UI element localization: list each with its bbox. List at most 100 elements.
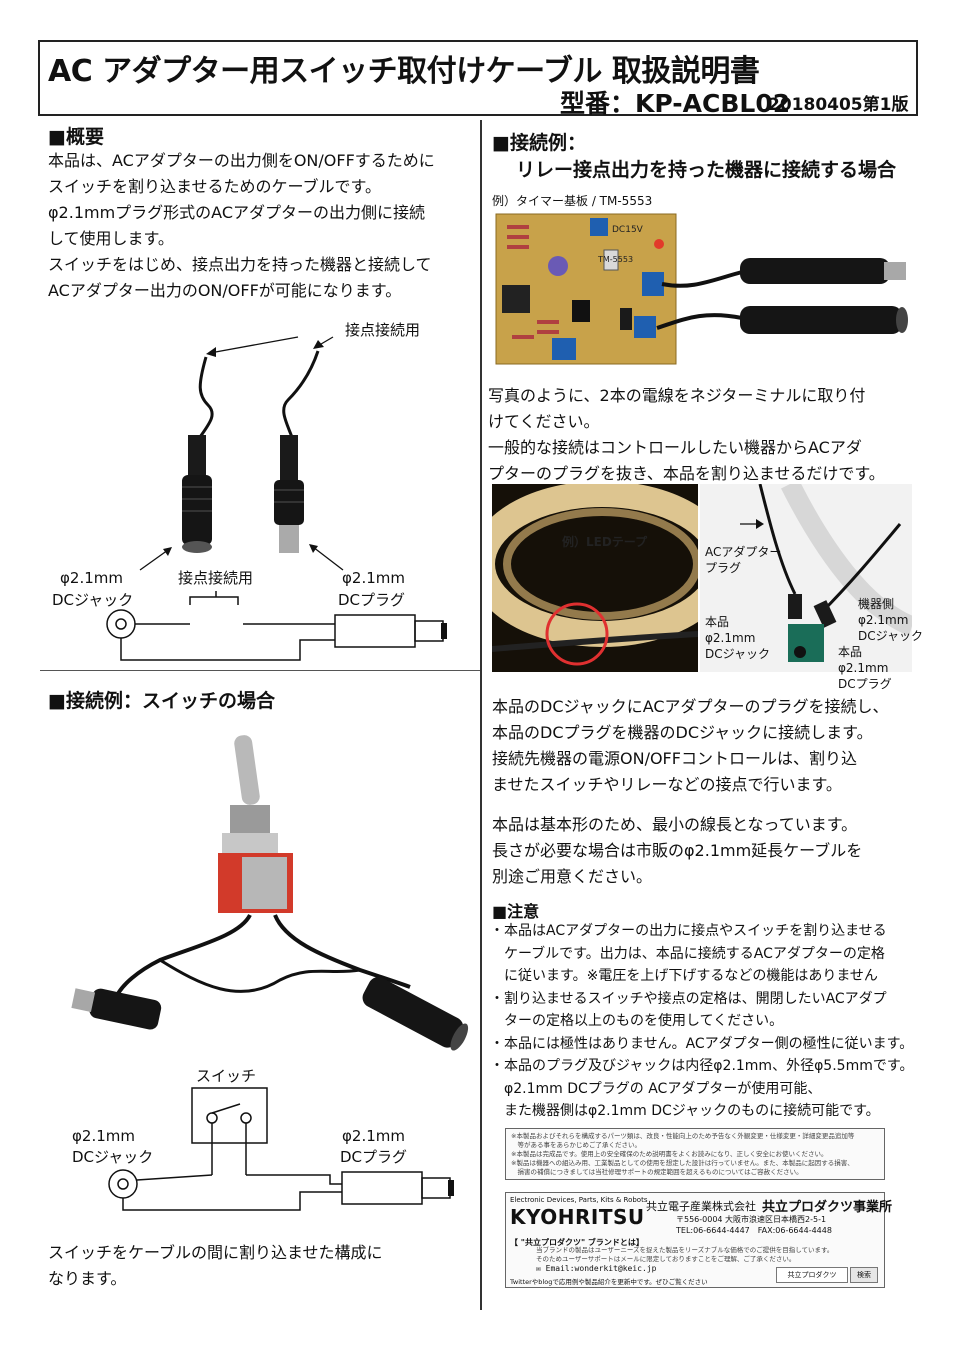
section-divider xyxy=(40,670,480,671)
note-line: ケーブルです。出力は、本品に接続するACアダプターの定格 xyxy=(490,945,885,962)
mail-icon: ✉ xyxy=(536,1264,541,1273)
product-plug-line: 本品 xyxy=(838,645,863,659)
product-jack-line: 本品 xyxy=(705,615,730,629)
sw-plug-size: φ2.1mm xyxy=(342,1127,405,1145)
note-line: ・本品はACアダプターの出力に接点やスイッチを割り込ませる xyxy=(490,923,887,939)
company-address: 〒556-0004 大阪市浪速区日本橋西2-5-1 xyxy=(676,1215,827,1224)
relay-para3: 本品は基本形のため、最小の線長となっています。 長さが必要な場合は市販のφ2.1… xyxy=(492,812,922,890)
device-jack-label: 機器側 φ2.1mm DCジャック xyxy=(858,596,923,644)
switch-example-heading: ■接続例：スイッチの場合 xyxy=(48,690,275,712)
device-jack-line: DCジャック xyxy=(858,629,924,643)
disclaimer-box: ※本製品およびそれらを構成するパーツ類は、改良・性能向上のため予告なく外観変更・… xyxy=(505,1128,885,1180)
disclaimer-line: 損害の補償につきましては当社修理サポートの規定範囲を超えるものについてはご容赦く… xyxy=(511,1168,803,1176)
disclaimer-line: ※本製品およびそれらを構成するパーツ類は、改良・性能向上のため予告なく外観変更・… xyxy=(511,1132,855,1140)
jack-size-label: φ2.1mm xyxy=(60,569,123,587)
relay-para2-line: ませたスイッチやリレーなどの接点で行います。 xyxy=(492,775,842,794)
board-volt-text: DC15V xyxy=(612,225,644,235)
company-phone: TEL:06-6644-4447 FAX:06-6644-4448 xyxy=(676,1226,832,1235)
about-text: 当ブランドの製品はユーザーニーズを捉えた製品をリーズナブルな価格でのご提供を目指… xyxy=(536,1246,833,1264)
relay-para3-line: 別途ご用意ください。 xyxy=(492,867,653,886)
page-title: AC アダプター用スイッチ取付けケーブル 取扱説明書 xyxy=(48,54,760,89)
product-plug-line: DCプラグ xyxy=(838,677,892,691)
caption-line: スイッチをケーブルの間に割り込ませた構成に xyxy=(48,1243,383,1262)
overview-line: スイッチをはじめ、接点出力を持った機器と接続して xyxy=(48,255,432,274)
product-plug-label: 本品 φ2.1mm DCプラグ xyxy=(838,644,892,692)
note-line: ・割り込ませるスイッチや接点の定格は、開閉したいACアダプ xyxy=(490,990,887,1007)
relay-para1-line: けてください。 xyxy=(488,412,600,431)
jack-type-label: DCジャック xyxy=(52,591,134,609)
notes-list: ・本品はACアダプターの出力に接点やスイッチを割り込ませる ケーブルです。出力は… xyxy=(490,920,930,1123)
brand-search-box[interactable]: 共立プロダクツ xyxy=(776,1267,848,1283)
sw-jack-size: φ2.1mm xyxy=(72,1127,135,1145)
led-tape-photo xyxy=(492,484,698,672)
note-line: ・本品のプラグ及びジャックは内径φ2.1mm、外径φ5.5mmです。 xyxy=(490,1058,914,1074)
sw-jack-label: DCジャック xyxy=(72,1148,154,1166)
email-text: Email:wonderkit@keic.jp xyxy=(545,1264,657,1273)
overview-heading: ■概要 xyxy=(48,126,104,148)
company-name: 共立電子産業株式会社 xyxy=(646,1200,756,1213)
note-line: ターの定格以上のものを使用してください。 xyxy=(490,1013,784,1029)
overview-line: 本品は、ACアダプターの出力側をON/OFFするために xyxy=(48,151,435,170)
cable-diagram xyxy=(106,336,447,661)
board-model-text: TM-5553 xyxy=(597,255,633,264)
plug-type-label: DCプラグ xyxy=(338,591,406,609)
device-jack-line: φ2.1mm xyxy=(858,613,909,627)
highlight-circle xyxy=(545,602,609,666)
edition-label: 20180405第1版 xyxy=(768,95,909,115)
disclaimer-line: 等がある事をあらかじめご了承ください。 xyxy=(511,1141,642,1149)
brand-search-button[interactable]: 検索 xyxy=(850,1267,878,1283)
division-name: 共立プロダクツ事業所 xyxy=(762,1200,893,1215)
relay-para3-line: 長さが必要な場合は市販のφ2.1mm延長ケーブルを xyxy=(492,841,863,860)
sns-note: Twitterやblogで応用例や製品紹介を更新中です。ぜひご覧ください xyxy=(510,1278,708,1286)
overview-text: 本品は、ACアダプターの出力側をON/OFFするために スイッチを割り込ませるた… xyxy=(48,148,473,304)
column-divider xyxy=(480,120,482,1310)
device-jack-line: 機器側 xyxy=(858,597,895,611)
sw-plug-label: DCプラグ xyxy=(340,1148,408,1166)
adapter-plug-line: プラグ xyxy=(705,561,742,575)
contact-label-top: 接点接続用 xyxy=(345,321,421,339)
timer-board-photo: DC15V TM-5553 xyxy=(492,210,912,375)
support-email[interactable]: ✉ Email:wonderkit@keic.jp xyxy=(536,1264,656,1273)
contact-label-schematic: 接点接続用 xyxy=(178,569,254,587)
relay-para3-line: 本品は基本形のため、最小の線長となっています。 xyxy=(492,815,858,834)
board-photo-caption: 例）タイマー基板 / TM-5553 xyxy=(492,194,653,208)
relay-heading: ■接続例： xyxy=(492,132,586,154)
switch-schematic xyxy=(108,1087,454,1211)
switch-photo xyxy=(71,735,469,1051)
product-plug-line: φ2.1mm xyxy=(838,661,889,675)
product-jack-line: DCジャック xyxy=(705,647,771,661)
overview-line: ACアダプター出力のON/OFFが可能になります。 xyxy=(48,281,402,300)
switch-label: スイッチ xyxy=(196,1067,257,1085)
product-jack-line: φ2.1mm xyxy=(705,631,756,645)
note-line: ・本品には極性はありません。ACアダプター側の極性に従います。 xyxy=(490,1035,914,1052)
note-line: φ2.1mm DCプラグの ACアダプターが使用可能、 xyxy=(490,1080,822,1097)
relay-para1: 写真のように、2本の電線をネジターミナルに取り付 けてください。 一般的な接続は… xyxy=(488,383,918,487)
disclaimer-line: ※本製品は完成品です。使用上の安全確保のため説明書をよくお読みになり、正しく安全… xyxy=(511,1150,828,1158)
relay-para2: 本品のDCジャックにACアダプターのプラグを接続し、 本品のDCプラグを機器のD… xyxy=(492,694,922,798)
product-jack-label: 本品 φ2.1mm DCジャック xyxy=(705,614,770,662)
note-line: また機器側はφ2.1mm DCジャックのものに接続可能です。 xyxy=(490,1103,880,1119)
led-label: 例）LEDテープ xyxy=(562,535,648,549)
overview-line: して使用します。 xyxy=(48,229,174,248)
notes-heading: ■注意 xyxy=(492,902,540,921)
relay-para2-line: 本品のDCプラグを機器のDCジャックに接続します。 xyxy=(492,723,873,742)
switch-caption: スイッチをケーブルの間に割り込ませた構成に なります。 xyxy=(48,1240,468,1292)
note-line: に従います。※電圧を上げ下げするなどの機能はありません xyxy=(490,968,878,984)
about-line: 当ブランドの製品はユーザーニーズを捉えた製品をリーズナブルな価格でのご提供を目指… xyxy=(536,1246,834,1254)
model-number: 型番：KP-ACBL02 xyxy=(560,89,791,118)
relay-para1-line: プターのプラグを抜き、本品を割り込ませるだけです。 xyxy=(488,464,885,483)
relay-para1-line: 写真のように、2本の電線をネジターミナルに取り付 xyxy=(488,386,866,405)
adapter-plug-line: ACアダプター xyxy=(705,545,782,559)
relay-para1-line: 一般的な接続はコントロールしたい機器からACアダ xyxy=(488,438,862,457)
about-heading: 【 "共立プロダクツ" ブランドとは】 xyxy=(510,1238,644,1247)
title-frame xyxy=(38,40,918,116)
relay-para2-line: 本品のDCジャックにACアダプターのプラグを接続し、 xyxy=(492,697,889,716)
connection-photo xyxy=(700,484,912,672)
relay-para2-line: 接続先機器の電源ON/OFFコントロールは、割り込 xyxy=(492,749,857,768)
plug-size-label: φ2.1mm xyxy=(342,569,405,587)
brand-tagline: Electronic Devices, Parts, Kits & Robots xyxy=(510,1196,648,1204)
caption-line: なります。 xyxy=(48,1269,127,1288)
relay-subheading: リレー接点出力を持った機器に接続する場合 xyxy=(516,159,897,181)
company-box: Electronic Devices, Parts, Kits & Robots… xyxy=(505,1192,892,1288)
about-line: そのためユーザーサポートはメールに限定しておりますことをご理解、ご了承ください。 xyxy=(536,1255,796,1263)
